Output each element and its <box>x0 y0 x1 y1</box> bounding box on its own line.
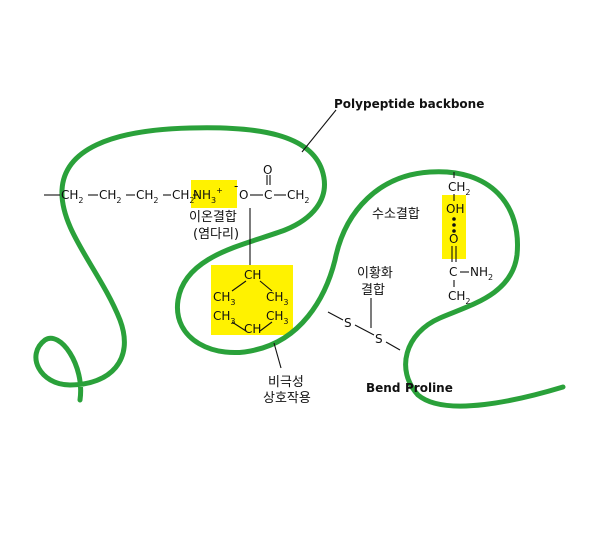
ionic-highlight <box>191 180 237 208</box>
disulfide-label-2: 결합 <box>361 283 385 298</box>
backbone-leader <box>301 109 337 153</box>
upper-ch: CH <box>244 268 261 282</box>
upper-ch3-left: CH3 <box>213 290 236 307</box>
hydrogen-bond-group: CH2 OH O C NH2 CH2 <box>446 172 493 306</box>
hydrophobic-label-1: 비극성 <box>268 375 304 390</box>
amide-o: O <box>449 232 458 246</box>
ch2-2: CH2 <box>99 188 122 205</box>
upper-ch3-right: CH3 <box>266 290 289 307</box>
lysine-side-chain: CH2 CH2 CH2 CH2 NH3+ <box>44 186 223 205</box>
amide-nh2: NH2 <box>470 265 493 282</box>
ch2-top: CH2 <box>448 180 471 197</box>
ch2-5: CH2 <box>287 188 310 205</box>
carboxylate-o: O <box>239 188 248 202</box>
hydrophobic-groups: CH CH3 CH3 CH3 CH3 CH <box>213 268 289 336</box>
disulfide-bond: S S <box>327 311 401 351</box>
hydrophobic-label-2: 상호작용 <box>263 391 311 406</box>
lower-ch3-left: CH3 <box>213 309 236 326</box>
ch2-1: CH2 <box>61 188 84 205</box>
hydrophobic-highlight <box>211 265 293 335</box>
carbonyl-o: O <box>263 163 272 177</box>
hydroxyl: OH <box>446 202 464 216</box>
amide-c: C <box>449 265 457 279</box>
lower-ch3-right: CH3 <box>266 309 289 326</box>
bend-label: Bend <box>366 381 400 395</box>
sulfur-2: S <box>375 332 383 346</box>
hydrophobic-leader <box>273 342 282 369</box>
backbone-label: Polypeptide backbone <box>334 97 484 111</box>
ionic-bond-label: 이온결합 <box>189 210 237 225</box>
hydrogen-highlight <box>442 195 466 259</box>
nh3-plus: NH3+ <box>193 186 223 205</box>
ionic-bond-alt-label: (염다리) <box>193 227 239 242</box>
carbonyl-c: C <box>264 188 272 202</box>
polypeptide-chain <box>33 125 566 409</box>
proline-label: Proline <box>405 381 453 395</box>
carboxylate-group: - O C O CH2 <box>234 163 310 205</box>
lower-ch: CH <box>244 322 261 336</box>
ch2-4: CH2 <box>172 188 195 205</box>
minus-sign: - <box>234 179 238 193</box>
sulfur-1: S <box>344 316 352 330</box>
hydrogen-bond-label: 수소결합 <box>372 207 420 222</box>
ch2-3: CH2 <box>136 188 159 205</box>
disulfide-label-1: 이황화 <box>357 266 393 281</box>
ch2-bottom: CH2 <box>448 289 471 306</box>
